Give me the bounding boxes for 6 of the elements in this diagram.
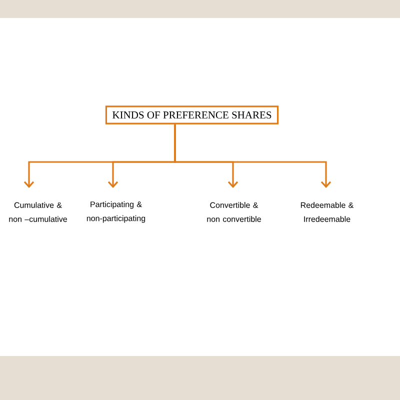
category-label: Participating & non-participating [86, 201, 146, 223]
category-label: Redeemable & Irredeemable [300, 202, 354, 222]
title-box: KINDS OF PREFERENCE SHARES [105, 106, 279, 124]
category-label: Cumulative & non –cumulative [9, 202, 67, 222]
category-label: Convertible & non convertible [207, 202, 261, 222]
connector-arrow [174, 124, 332, 188]
